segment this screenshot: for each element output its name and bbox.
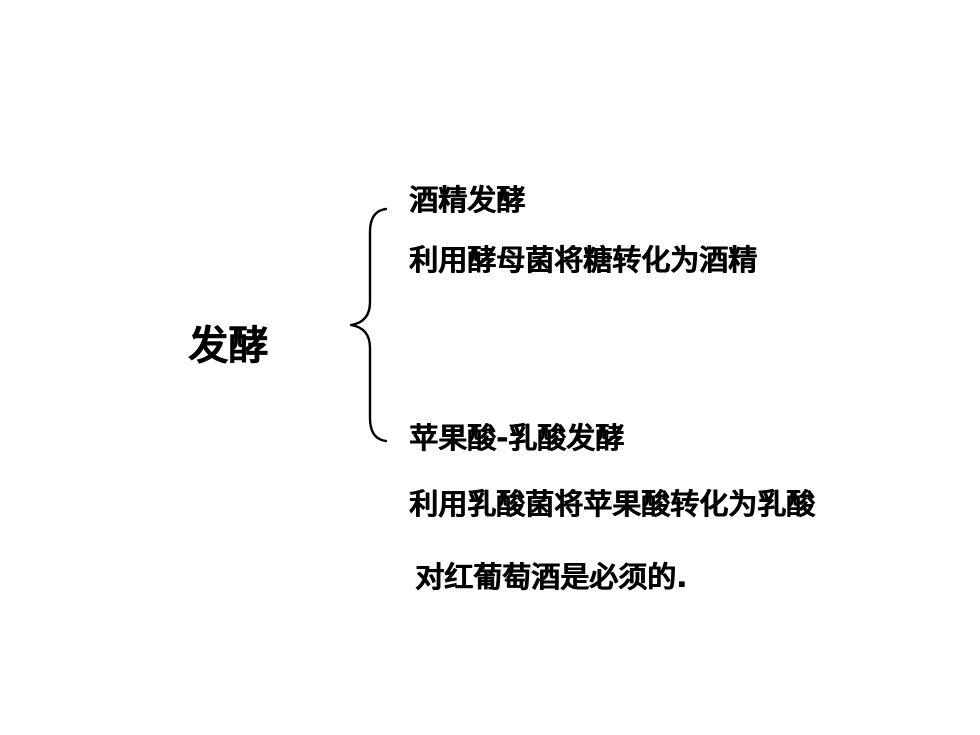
main-topic: 发酵 <box>188 323 268 369</box>
red-wine-note: 对红葡萄酒是必须的. <box>415 560 688 594</box>
branch-heading-alcoholic-fermentation: 酒精发酵 <box>409 183 526 217</box>
branch-description-alcoholic-fermentation: 利用酵母菌将糖转化为酒精 <box>409 243 758 277</box>
branch-description-malolactic-fermentation: 利用乳酸菌将苹果酸转化为乳酸 <box>409 487 816 521</box>
curly-brace-icon <box>349 207 388 443</box>
branch-heading-malolactic-fermentation: 苹果酸-乳酸发酵 <box>409 421 625 455</box>
